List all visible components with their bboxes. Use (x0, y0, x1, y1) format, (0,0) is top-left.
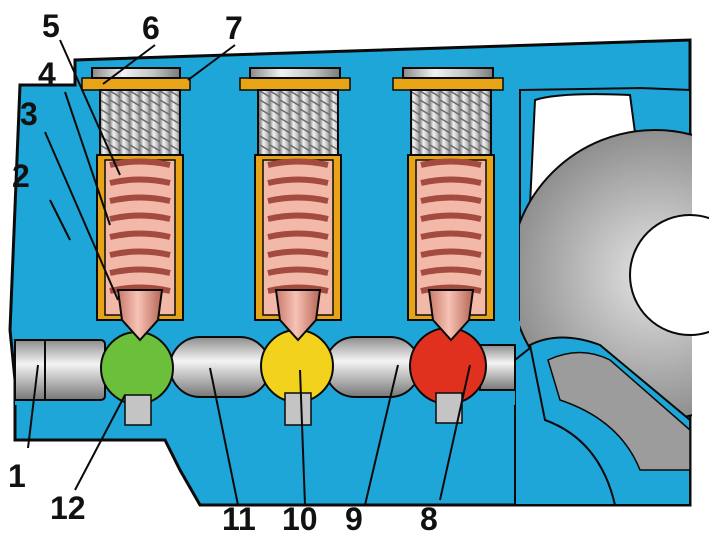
ball-green (100, 331, 174, 405)
rod-segment-1 (169, 336, 271, 398)
gear-hub (629, 214, 709, 336)
callout-9: 9 (345, 501, 363, 537)
rod-end-cap (14, 339, 46, 401)
callout-8: 8 (420, 501, 438, 537)
callout-10: 10 (282, 501, 318, 537)
callout-7: 7 (225, 10, 243, 46)
rod-segment-2 (324, 336, 421, 398)
callout-4: 4 (38, 56, 56, 92)
ball-green-stem (124, 394, 152, 426)
callout-5: 5 (42, 8, 60, 44)
ball-yellow-stem (284, 392, 312, 426)
callout-6: 6 (142, 10, 160, 46)
callout-12: 12 (50, 490, 86, 526)
callout-3: 3 (20, 96, 38, 132)
ball-yellow (260, 329, 334, 403)
callout-1: 1 (8, 458, 26, 494)
gear-lower-cavity (547, 351, 691, 471)
leader-lines (27, 39, 471, 506)
callout-2: 2 (12, 158, 30, 194)
valve-assembly-2 (239, 67, 351, 342)
valve-assembly-3 (392, 67, 504, 342)
callout-11: 11 (222, 501, 256, 537)
